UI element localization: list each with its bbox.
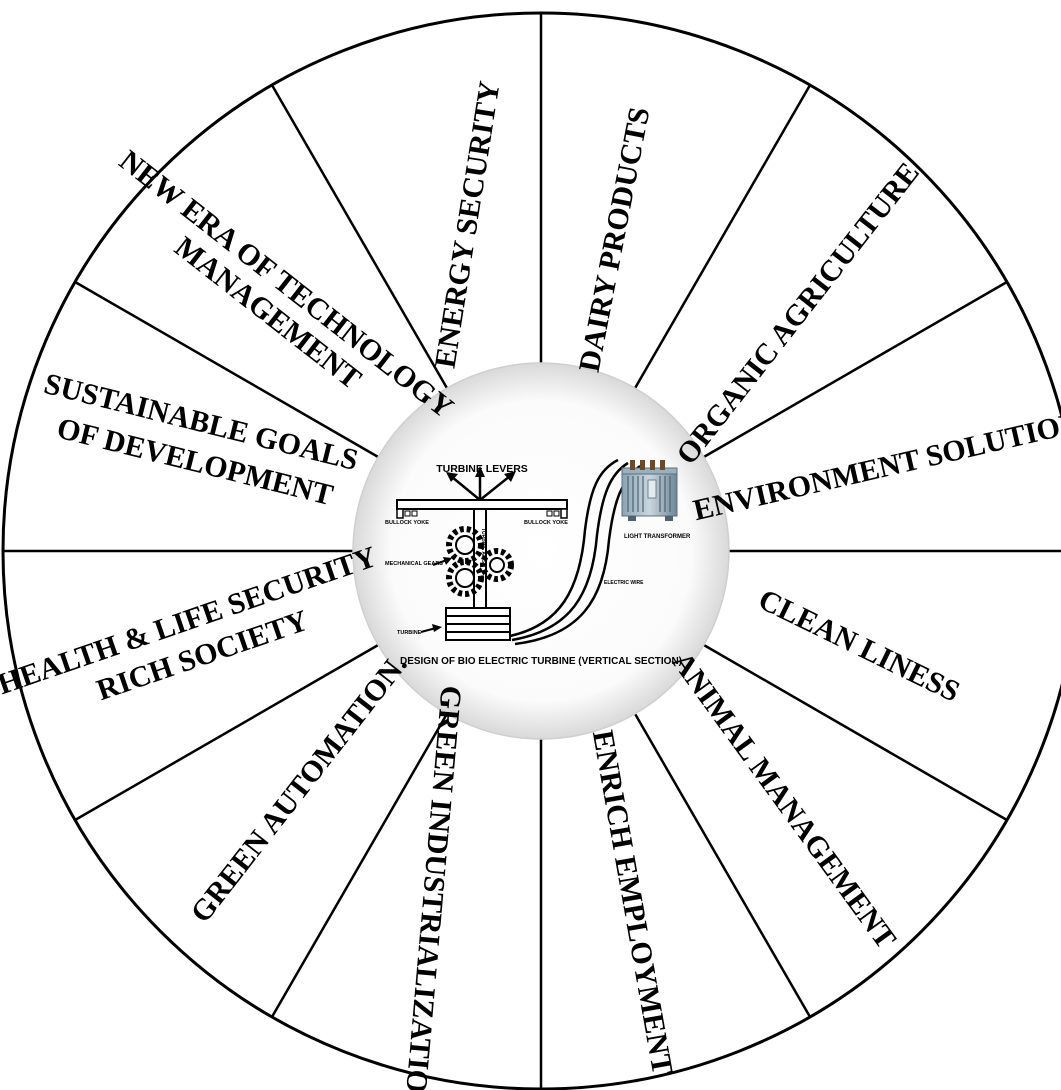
segment-dividers [3, 13, 1061, 1089]
label-turbine-levers: TURBINE LEVERS [436, 463, 528, 475]
label-turbine: TURBINE [397, 630, 422, 636]
mechanical-gears-icon [446, 526, 514, 597]
segment-divider [74, 643, 379, 822]
segment-divider [270, 84, 449, 389]
label-mechanical-gears: MECHANICAL GEARS [385, 561, 443, 567]
turbine-levers-arrows [451, 474, 511, 501]
arrowheads [446, 466, 516, 482]
label-light-transformer: LIGHT TRANSFORMER [624, 534, 691, 540]
bio-electric-turbine-illustration: TURBINE LEVERS BULLOCK YOKE BULLOCK YOKE… [385, 458, 691, 667]
segment-divider [74, 280, 379, 459]
turbine-block [445, 607, 511, 641]
segment-divider [703, 280, 1008, 459]
diagram-caption: DESIGN OF BIO ELECTRIC TURBINE (VERTICAL… [400, 656, 682, 667]
segment-divider [633, 713, 812, 1018]
label-bullock-yoke-right: BULLOCK YOKE [524, 520, 568, 526]
yoke-beam [396, 499, 568, 510]
transformer-icon [621, 460, 678, 521]
label-bullock-yoke-left: BULLOCK YOKE [385, 520, 429, 526]
segment-divider [270, 713, 449, 1018]
segment-divider [633, 84, 812, 389]
label-electric-wire: ELECTRIC WIRE [604, 580, 644, 586]
segment-divider [703, 643, 1008, 822]
center-hub [352, 362, 730, 740]
